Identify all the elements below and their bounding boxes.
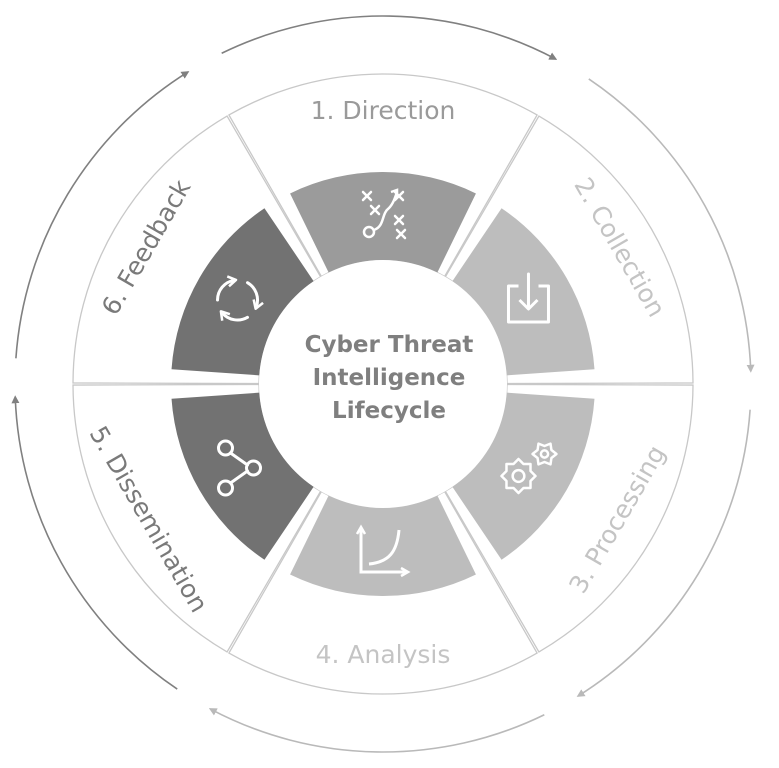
- growth-curve-icon: [355, 524, 411, 578]
- label-analysis: 4. Analysis: [316, 640, 451, 669]
- title-line-3: Lifecycle: [332, 398, 446, 424]
- share-nodes-icon: [217, 439, 263, 497]
- arrow-feedback: [15, 71, 190, 359]
- download-tray-icon: [506, 272, 550, 324]
- arrow-direction: [221, 15, 558, 60]
- cycle-arrows: [11, 15, 755, 753]
- center-circle: [259, 260, 507, 508]
- gears-icon: [500, 442, 558, 495]
- wedge-collection: [452, 208, 595, 376]
- title-line-1: Cyber Threat: [304, 332, 474, 358]
- cycle-arrows-icon: [216, 275, 264, 322]
- arrow-collection: [588, 78, 755, 373]
- title-line-2: Intelligence: [312, 365, 466, 391]
- label-direction: 1. Direction: [311, 96, 456, 125]
- arrow-dissemination: [11, 395, 178, 690]
- strategy-play-icon: [361, 188, 407, 240]
- wedge-analysis: [290, 495, 476, 596]
- wedge-feedback: [171, 208, 314, 376]
- stage-icons: [216, 188, 558, 578]
- arrow-processing: [576, 409, 751, 697]
- arrow-analysis: [208, 708, 545, 753]
- center-title: Cyber Threat Intelligence Lifecycle: [254, 329, 524, 428]
